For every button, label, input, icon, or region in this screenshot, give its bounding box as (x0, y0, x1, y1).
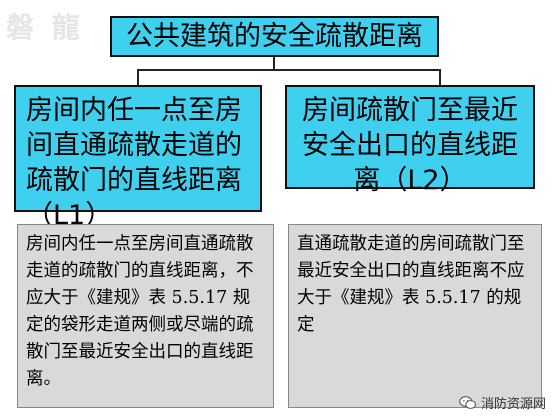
connector-vertical-top (273, 57, 275, 70)
right-description-text: 直通疏散走道的房间疏散门至最近安全出口的直线距离不应大于《建规》表 5.5.17… (297, 234, 525, 335)
right-header-box: 房间疏散门至最近安全出口的直线距离（L2） (285, 85, 535, 196)
left-header-box: 房间内任一点至房间直通疏散走道的疏散门的直线距离（L1） (14, 85, 262, 231)
diagram-title: 公共建筑的安全疏散距离 (110, 16, 439, 57)
left-header-text: 房间内任一点至房间直通疏散走道的疏散门的直线距离（L1） (26, 95, 242, 231)
wechat-icon (459, 395, 477, 409)
right-description-box: 直通疏散走道的房间疏散门至最近安全出口的直线距离不应大于《建规》表 5.5.17… (288, 224, 542, 408)
left-description-box: 房间内任一点至房间直通疏散走道的疏散门的直线距离，不应大于《建规》表 5.5.1… (17, 224, 274, 408)
connector-right-drop (439, 69, 441, 86)
left-description-text: 房间内任一点至房间直通疏散走道的疏散门的直线距离，不应大于《建规》表 5.5.1… (26, 234, 254, 389)
connector-horizontal (137, 69, 441, 71)
watermark: 磐 龍 (6, 11, 84, 44)
brand-label: 消防资源网 (480, 397, 546, 412)
right-header-text: 房间疏散门至最近安全出口的直线距离（L2） (302, 95, 518, 196)
brand-mark: 消防资源网 (459, 393, 546, 412)
connector-left-drop (137, 69, 139, 86)
